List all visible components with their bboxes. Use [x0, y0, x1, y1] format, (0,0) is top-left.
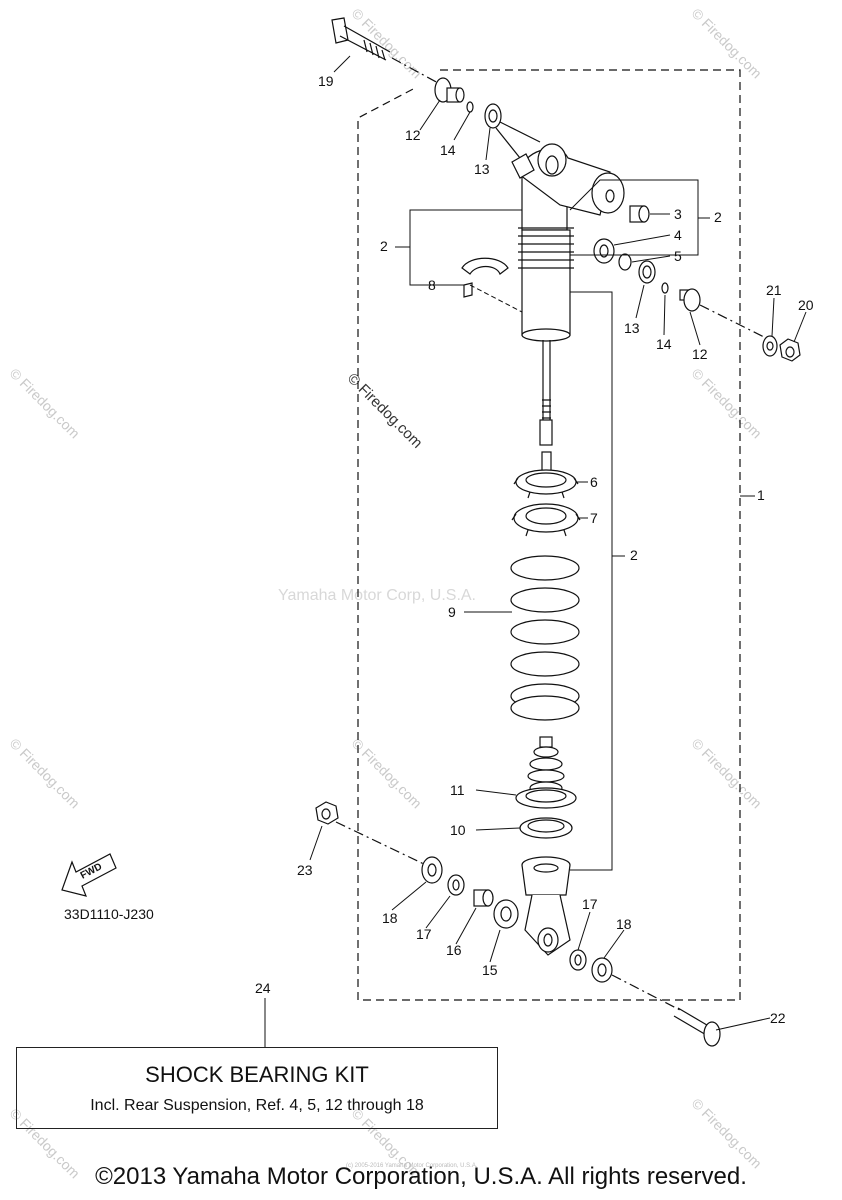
- ref-label: 13: [474, 161, 490, 177]
- bushing-3-icon: [629, 205, 650, 223]
- o-ring-14-icon: [466, 101, 474, 113]
- small-print: (c) 2005-2016 Yamaha Motor Corporation, …: [346, 1163, 478, 1169]
- ref-label: 11: [450, 782, 465, 798]
- shock-body-icon: [518, 227, 574, 475]
- figure-code: 33D1110-J230: [64, 906, 154, 922]
- band-8-icon: [461, 257, 509, 275]
- lock-nut-7-icon: [511, 503, 581, 537]
- ref-label: 14: [656, 336, 672, 352]
- ref-label: 17: [416, 926, 432, 942]
- ref-label: 15: [482, 962, 498, 978]
- bearing-15-icon: [493, 899, 519, 929]
- ref-label: 12: [692, 346, 708, 362]
- ref-label: 7: [590, 510, 598, 526]
- center-watermark: Yamaha Motor Corp, U.S.A.: [278, 587, 476, 604]
- bump-stop-icon: [527, 736, 565, 795]
- lower-clevis-icon: [521, 856, 571, 956]
- o-ring-14-right-icon: [661, 282, 669, 294]
- spring-9-icon: [510, 555, 580, 721]
- collar-16-icon: [473, 889, 494, 907]
- ref-label: 20: [798, 297, 814, 313]
- collar-12-icon: [434, 77, 465, 103]
- leader-lines: [264, 55, 807, 1047]
- ref-label: 2: [714, 209, 722, 225]
- oil-seal-13-icon: [484, 103, 502, 129]
- oil-seal-13-right-icon: [638, 260, 656, 284]
- guide-10-icon: [519, 817, 573, 839]
- ref-label: 19: [318, 73, 334, 89]
- seal-5-icon: [618, 253, 632, 271]
- ref-label: 14: [440, 142, 456, 158]
- nut-20-icon: [779, 338, 801, 362]
- ref-label: 23: [297, 862, 313, 878]
- kit-title: SHOCK BEARING KIT: [145, 1062, 369, 1087]
- ref-label: 22: [770, 1010, 786, 1026]
- copyright: ©2013 Yamaha Motor Corporation, U.S.A. A…: [95, 1163, 747, 1190]
- ref-label: 1: [757, 487, 765, 503]
- shock-bearing-kit-box: SHOCK BEARING KIT Incl. Rear Suspension,…: [16, 1047, 498, 1129]
- ref-label: 10: [450, 822, 466, 838]
- kit-subtitle: Incl. Rear Suspension, Ref. 4, 5, 12 thr…: [90, 1097, 424, 1114]
- ref-label: 18: [616, 916, 632, 932]
- bolt-22-icon: [673, 1007, 721, 1047]
- ref-label: 13: [624, 320, 640, 336]
- assembly-outline: [357, 69, 741, 1001]
- ref-label: 24: [255, 980, 271, 996]
- seal-17-right-icon: [569, 949, 587, 971]
- collar-12-right-icon: [679, 288, 701, 312]
- seal-17-left-icon: [447, 874, 465, 896]
- nut-23-icon: [315, 801, 339, 825]
- ref-label: 2: [630, 547, 638, 563]
- bolt-19-icon: [331, 17, 441, 85]
- ref-label: 2: [380, 238, 388, 254]
- ref-label: 21: [766, 282, 782, 298]
- ref-label: 5: [674, 248, 682, 264]
- ref-label: 4: [674, 227, 682, 243]
- adjuster-nut-6-icon: [513, 469, 579, 499]
- ref-label: 6: [590, 474, 598, 490]
- ref-label: 12: [405, 127, 421, 143]
- ref-label: 16: [446, 942, 462, 958]
- fwd-arrow-icon: [61, 853, 117, 897]
- shock-top-mount-icon: [511, 143, 625, 231]
- ref-label: 9: [448, 604, 456, 620]
- ref-label: 17: [582, 896, 598, 912]
- bearing-4-icon: [593, 238, 615, 264]
- ref-label: 3: [674, 206, 682, 222]
- ref-label: 8: [428, 277, 436, 293]
- ref-label: 18: [382, 910, 398, 926]
- spring-seat-11-icon: [515, 787, 577, 809]
- collar-18-right-icon: [591, 957, 613, 983]
- washer-21-icon: [762, 335, 778, 357]
- collar-18-left-icon: [421, 856, 443, 884]
